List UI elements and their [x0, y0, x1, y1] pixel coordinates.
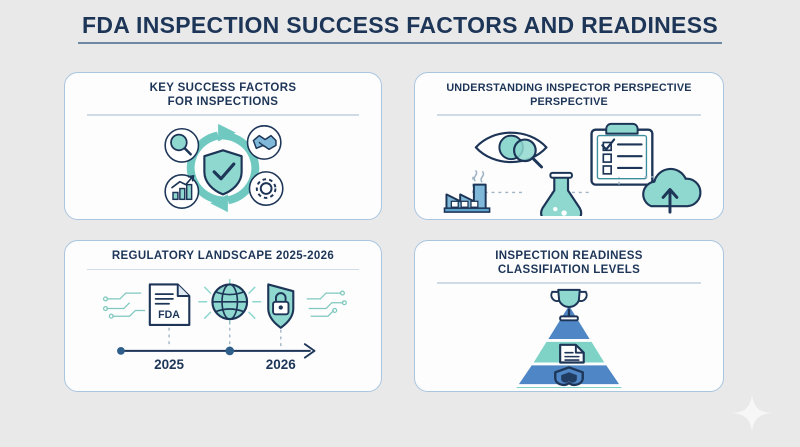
gear-icon: [248, 170, 284, 206]
card-title-line-1: UNDERSTANDING INSPECTOR PERSPECTIVE: [446, 82, 692, 94]
shield-lock-icon: [267, 283, 295, 329]
card-title-line-1: REGULATORY LANDSCAPE 2025-2026: [111, 250, 335, 262]
factory-icon: [443, 169, 491, 213]
card-grid: KEY SUCCESS FACTORS FOR INSPECTIONS: [0, 72, 800, 402]
eye-magnifier-icon: [474, 131, 548, 168]
bar-chart-icon: [164, 173, 200, 209]
timeline-label-2026: 2026: [266, 357, 296, 372]
card-title-line-2: CLASSIFIATION LEVELS: [497, 263, 641, 276]
timeline-point-mid: [225, 346, 235, 356]
timeline-axis: [117, 343, 316, 359]
circuit-trace-right: [306, 290, 347, 317]
timeline-connector-lines: [168, 321, 282, 348]
timeline-point-start: [117, 347, 125, 355]
cloud-upload-icon: [642, 167, 702, 214]
pyramid-level-4[interactable]: [504, 386, 634, 388]
handshake-icon: [246, 124, 282, 160]
pyramid-graphic: ?: [504, 288, 634, 388]
card-title: INSPECTION READINESS CLASSIFIATION LEVEL…: [415, 241, 723, 277]
card-title-divider: [87, 114, 359, 116]
card-title: KEY SUCCESS FACTORS FOR INSPECTIONS: [65, 73, 381, 109]
card-title-divider: [437, 114, 701, 116]
card-key-success-factors[interactable]: KEY SUCCESS FACTORS FOR INSPECTIONS: [64, 72, 382, 220]
shield-icon: [554, 365, 584, 386]
card-title-line-2: PERSPECTIVE: [530, 95, 608, 108]
card-body-icon-flow: [415, 116, 723, 216]
page-title: FDA INSPECTION SUCCESS FACTORS AND READI…: [82, 12, 718, 38]
question-mark-icon: ?: [562, 383, 575, 387]
card-title-line-1: INSPECTION READINESS: [495, 250, 643, 262]
four-point-star-icon: [732, 395, 772, 431]
globe-icon: [198, 278, 262, 325]
card-title-divider: [87, 268, 359, 270]
fda-document-icon: FDA: [148, 283, 191, 326]
flask-icon: [540, 171, 583, 216]
timeline-graphic: FDA: [102, 278, 347, 372]
card-title: REGULATORY LANDSCAPE 2025-2026: [65, 241, 381, 264]
shield-check-icon: [203, 148, 243, 196]
card-title-line-2: FOR INSPECTIONS: [167, 95, 279, 108]
card-body-cycle-diagram: [65, 116, 381, 216]
card-body-timeline: FDA: [65, 270, 381, 374]
card-regulatory-landscape[interactable]: REGULATORY LANDSCAPE 2025-2026: [64, 240, 382, 392]
icon-flow-graphic: [443, 122, 702, 216]
cycle-diagram-graphic: [164, 123, 284, 212]
trophy-icon: [550, 288, 588, 321]
card-title-divider: [437, 282, 701, 284]
card-body-pyramid: ?: [415, 284, 723, 388]
card-inspection-readiness[interactable]: INSPECTION READINESS CLASSIFIATION LEVEL…: [414, 240, 724, 392]
card-inspector-perspective[interactable]: UNDERSTANDING INSPECTOR PERSPECTIVE PERS…: [414, 72, 724, 220]
cycle-arrow-ring: [186, 123, 260, 212]
card-title-line-1: KEY SUCCESS FACTORS: [149, 82, 297, 94]
fda-document-label: FDA: [158, 309, 180, 321]
document-icon: [559, 343, 585, 364]
magnifier-icon: [164, 127, 200, 163]
pyramid-level-1[interactable]: [548, 305, 590, 339]
title-underline-rule: [78, 42, 722, 44]
circuit-trace-left: [102, 292, 145, 319]
clipboard-checklist-icon: [590, 122, 654, 186]
timeline-label-2025: 2025: [154, 357, 184, 372]
card-title: UNDERSTANDING INSPECTOR PERSPECTIVE PERS…: [415, 73, 723, 109]
